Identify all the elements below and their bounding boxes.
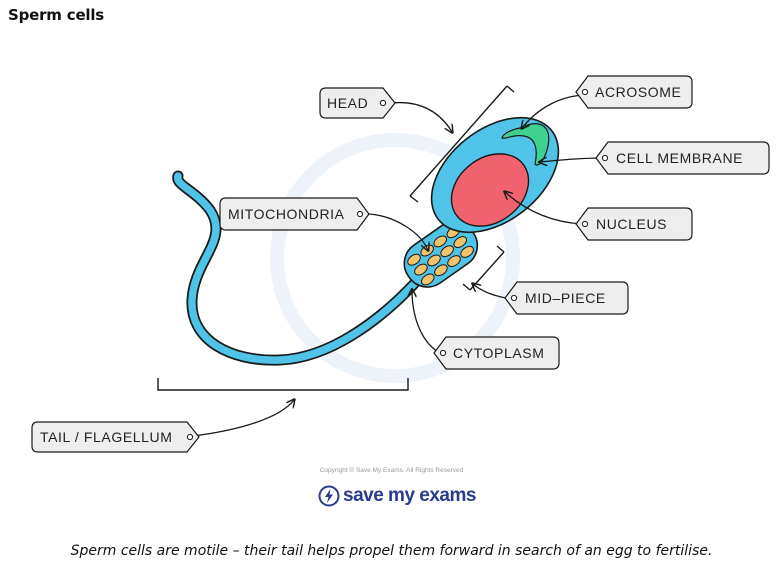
arrow-cytoplasm [412,290,439,353]
tag-cell-membrane: CELL MEMBRANE [595,141,770,175]
label-cytoplasm: CYTOPLASM [453,345,545,361]
label-nucleus: NUCLEUS [596,216,667,232]
tag-head: HEAD [319,87,396,119]
lightning-bolt-icon [318,485,340,507]
tag-tail: TAIL / FLAGELLUM [31,421,200,453]
mitochondria-group [407,226,474,286]
figure-caption: Sperm cells are motile – their tail help… [70,543,713,559]
page-title: Sperm cells [8,6,105,24]
tag-cytoplasm: CYTOPLASM [433,336,560,370]
label-cell-membrane: CELL MEMBRANE [616,150,743,166]
label-acrosome: ACROSOME [595,84,681,100]
tag-acrosome: ACROSOME [575,75,693,109]
label-head: HEAD [327,95,368,111]
tail-bracket [157,378,409,391]
arrow-nucleus [505,192,583,225]
arrow-head [390,101,452,132]
label-mitochondria: MITOCHONDRIA [228,206,345,222]
tag-nucleus: NUCLEUS [575,207,693,241]
head-bracket [409,85,515,203]
label-tail: TAIL / FLAGELLUM [40,429,173,445]
acrosome-shape [501,123,550,166]
watermark [270,133,520,383]
copyright-notice: Copyright © Save My Exams. All Rights Re… [319,467,464,474]
brand-logo: save my exams [318,485,476,507]
arrow-tail [192,400,294,437]
nucleus-shape [450,153,530,227]
arrow-mitochondria [368,213,428,250]
label-mid-piece: MID–PIECE [525,290,606,306]
arrow-mid-piece [473,284,507,299]
brand-name: save my exams [343,485,476,506]
tag-mitochondria: MITOCHONDRIA [219,197,370,231]
tag-mid-piece: MID–PIECE [504,281,629,315]
